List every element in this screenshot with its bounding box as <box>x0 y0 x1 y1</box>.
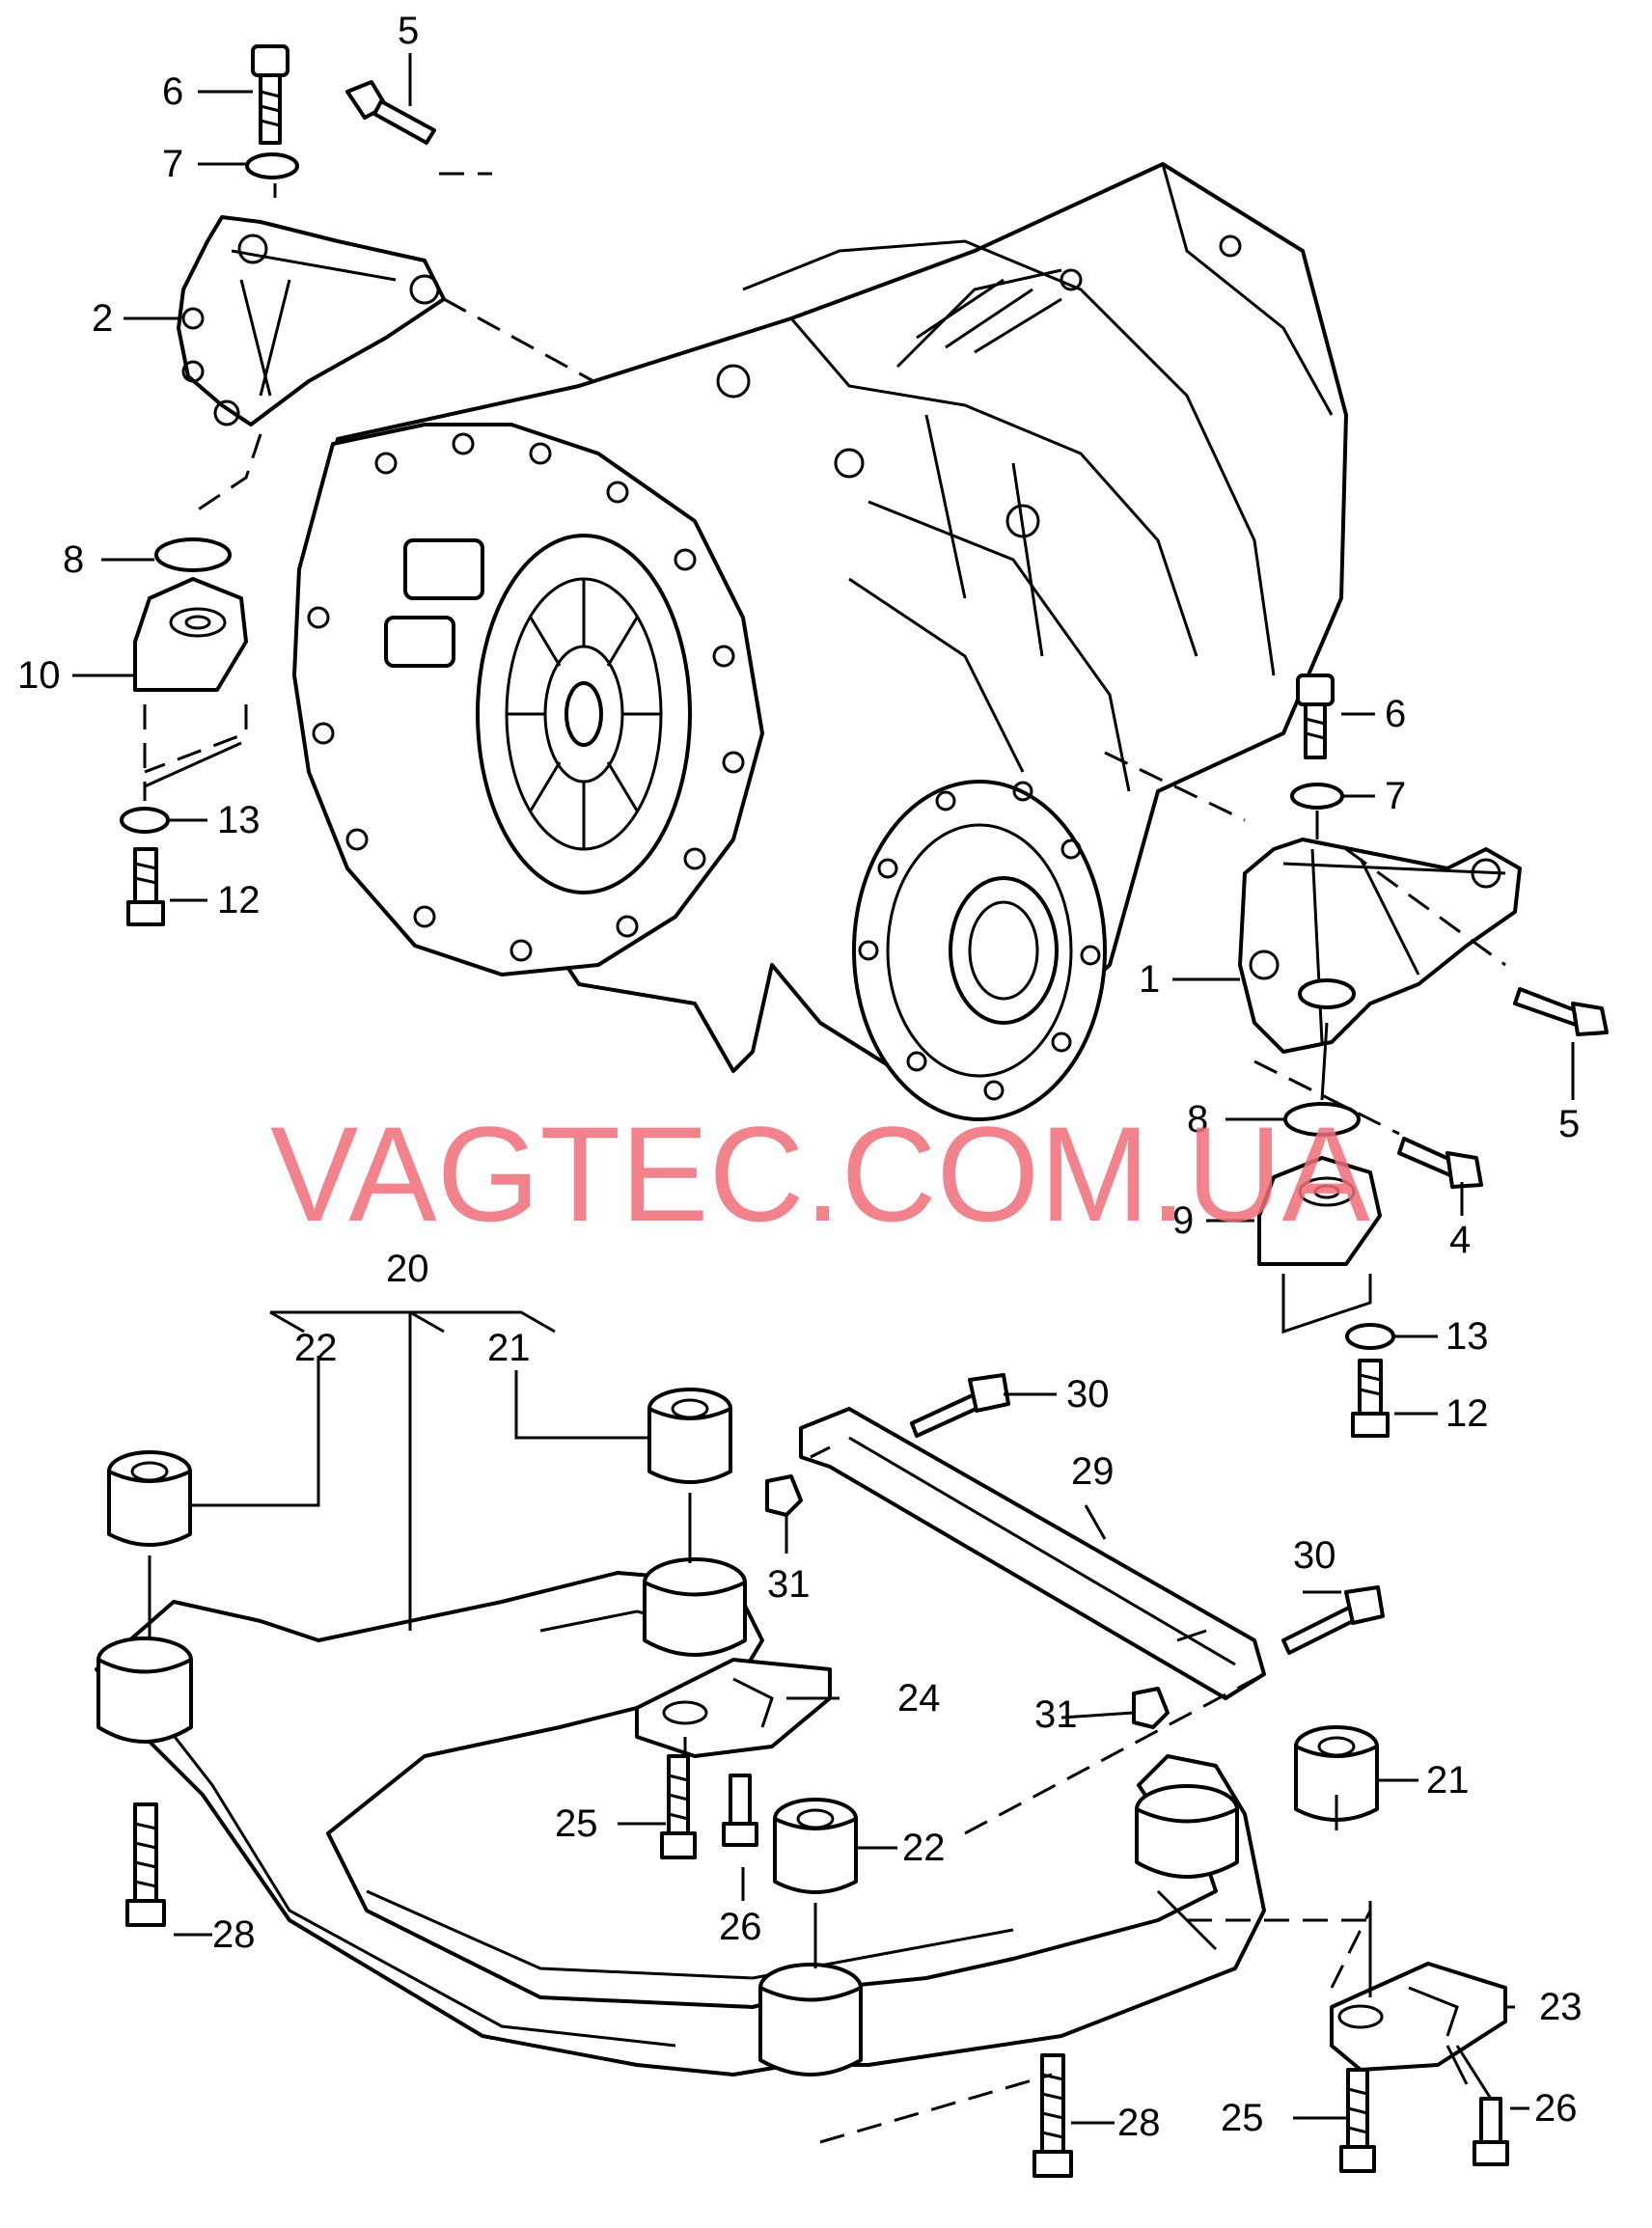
left-mount-assembly <box>120 44 594 926</box>
bolt-12-left <box>126 847 165 926</box>
label-21-top: 21 <box>487 1327 531 1369</box>
mount-9-right <box>1257 1156 1382 1266</box>
bolt-25-center <box>660 1754 697 1859</box>
bolt-5-right <box>1513 987 1609 1036</box>
label-28-center: 28 <box>1117 2102 1161 2144</box>
bolt-12-right <box>1351 1359 1390 1438</box>
washer-8-left <box>154 537 232 572</box>
label-4: 4 <box>1449 1219 1471 1261</box>
bushing-21-top <box>647 1388 732 1484</box>
bolt-28-left <box>125 1802 166 1927</box>
label-5-top: 5 <box>398 10 419 52</box>
label-20: 20 <box>386 1248 429 1290</box>
label-8-right: 8 <box>1187 1098 1208 1141</box>
label-7-top: 7 <box>162 143 183 185</box>
label-29: 29 <box>1071 1450 1115 1493</box>
callout-labels: 5 6 7 2 8 10 13 12 6 7 1 5 8 4 9 13 12 2… <box>17 10 1583 2144</box>
crossmember-29 <box>799 1407 1266 1700</box>
label-6-right: 6 <box>1385 693 1406 735</box>
label-10: 10 <box>17 654 61 697</box>
label-13-right: 13 <box>1446 1315 1489 1358</box>
assembly-guide-lines <box>148 1310 1493 2144</box>
label-8-left: 8 <box>63 538 84 581</box>
bracket-2-left <box>177 215 446 426</box>
label-13-left: 13 <box>217 799 261 841</box>
label-9: 9 <box>1172 1199 1194 1242</box>
label-22-left: 22 <box>294 1327 338 1369</box>
bushing-housing-top <box>643 1557 747 1657</box>
bolt-6-left <box>251 44 289 145</box>
nut-31-bottom <box>1132 1687 1170 1729</box>
bushing-housing-front <box>758 1963 863 2077</box>
label-23: 23 <box>1539 1986 1583 2028</box>
label-2: 2 <box>92 297 113 340</box>
bolt-4-right <box>1397 1137 1483 1189</box>
label-6-top: 6 <box>162 70 183 113</box>
transmission-housing <box>292 162 1348 1121</box>
bushing-21-right <box>1294 1725 1379 1822</box>
bracket-23 <box>1330 1962 1507 2072</box>
label-22-center: 22 <box>902 1827 946 1869</box>
bracket-1-right <box>1238 838 1522 1054</box>
label-26-right: 26 <box>1534 2087 1578 2130</box>
label-12-left: 12 <box>217 879 261 921</box>
washer-13-left <box>120 807 170 834</box>
flange-bolt-holes <box>307 432 745 962</box>
bolt-28-center <box>1032 2053 1073 2178</box>
label-5-right: 5 <box>1558 1103 1580 1145</box>
label-7-right: 7 <box>1385 775 1406 817</box>
bolt-25-right <box>1339 2068 1376 2173</box>
bolt-26-right <box>1473 2097 1509 2166</box>
label-30-right: 30 <box>1293 1534 1336 1577</box>
bushing-housing-left <box>96 1637 193 1744</box>
label-12-right: 12 <box>1446 1392 1489 1435</box>
bolt-5-left <box>345 80 436 145</box>
bushing-housing-right <box>1135 1784 1239 1879</box>
watermark-text: VAGTEC.COM.UA <box>270 1098 1371 1250</box>
clutch-disc <box>476 534 692 894</box>
output-flange <box>852 780 1107 1121</box>
label-24: 24 <box>897 1677 941 1719</box>
mount-10-left <box>133 577 248 692</box>
label-31-top: 31 <box>767 1563 811 1606</box>
label-31-bottom: 31 <box>1034 1693 1078 1736</box>
washer-7-right <box>1290 783 1344 810</box>
bolt-30-right <box>1281 1585 1385 1655</box>
label-25-center: 25 <box>555 1802 598 1845</box>
bolt-26-center <box>722 1774 758 1847</box>
bolt-6-right <box>1296 674 1335 759</box>
label-26-center: 26 <box>719 1906 762 1948</box>
right-mount-assembly <box>1104 674 1609 1438</box>
bushing-22-center <box>773 1798 858 1894</box>
bolt-30-top <box>910 1373 1010 1438</box>
leader-lines <box>72 53 1575 2125</box>
label-28-left: 28 <box>212 1913 256 1956</box>
label-25-right: 25 <box>1221 2097 1264 2139</box>
bushing-22-left <box>107 1450 192 1547</box>
washer-8-right <box>1283 1102 1361 1137</box>
label-30-top: 30 <box>1066 1373 1110 1416</box>
washer-13-right <box>1345 1323 1395 1350</box>
nut-31-top <box>765 1474 803 1517</box>
subframe-assembly <box>95 1557 1266 2077</box>
washer-7-left <box>245 152 299 179</box>
label-1: 1 <box>1139 958 1160 1001</box>
bracket-24 <box>635 1658 832 1758</box>
label-21-right: 21 <box>1426 1759 1470 1802</box>
